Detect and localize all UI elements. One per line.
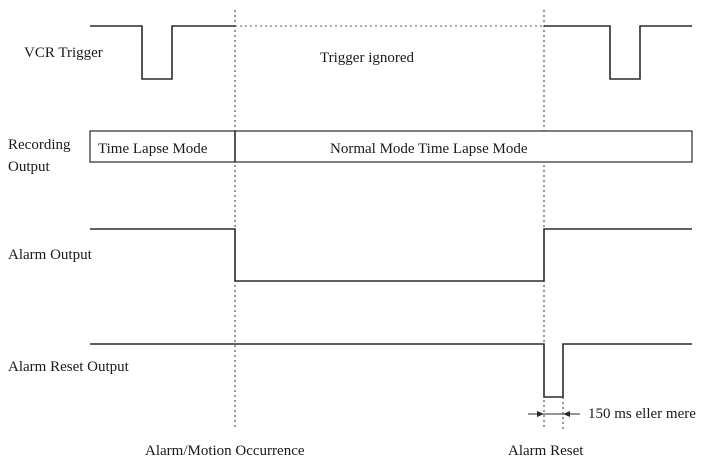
recording-output-box	[89, 130, 693, 163]
alarm-motion-occurrence-label: Alarm/Motion Occurrence	[145, 443, 305, 459]
alarm-reset-output-label: Alarm Reset Output	[8, 359, 130, 375]
duration-arrow-right-icon	[537, 411, 544, 417]
vcr-trigger-waveform	[90, 25, 235, 80]
normal-mode-label: Normal Mode Time Lapse Mode	[330, 141, 528, 157]
recording-output-label-line2: Output	[8, 159, 51, 175]
alarm-output-waveform	[90, 228, 692, 282]
vcr-trigger-waveform-after-reset	[544, 25, 692, 80]
alarm-output-label: Alarm Output	[8, 247, 93, 263]
trigger-ignored-label: Trigger ignored	[320, 50, 415, 66]
time-lapse-mode-label: Time Lapse Mode	[98, 141, 208, 157]
recording-output-label-line1: Recording	[8, 137, 71, 153]
duration-arrow-left-icon	[563, 411, 570, 417]
vcr-trigger-label: VCR Trigger	[24, 45, 103, 61]
alarm-reset-label: Alarm Reset	[508, 443, 584, 459]
duration-label: 150 ms eller mere	[588, 406, 696, 422]
alarm-reset-output-waveform	[90, 343, 692, 398]
